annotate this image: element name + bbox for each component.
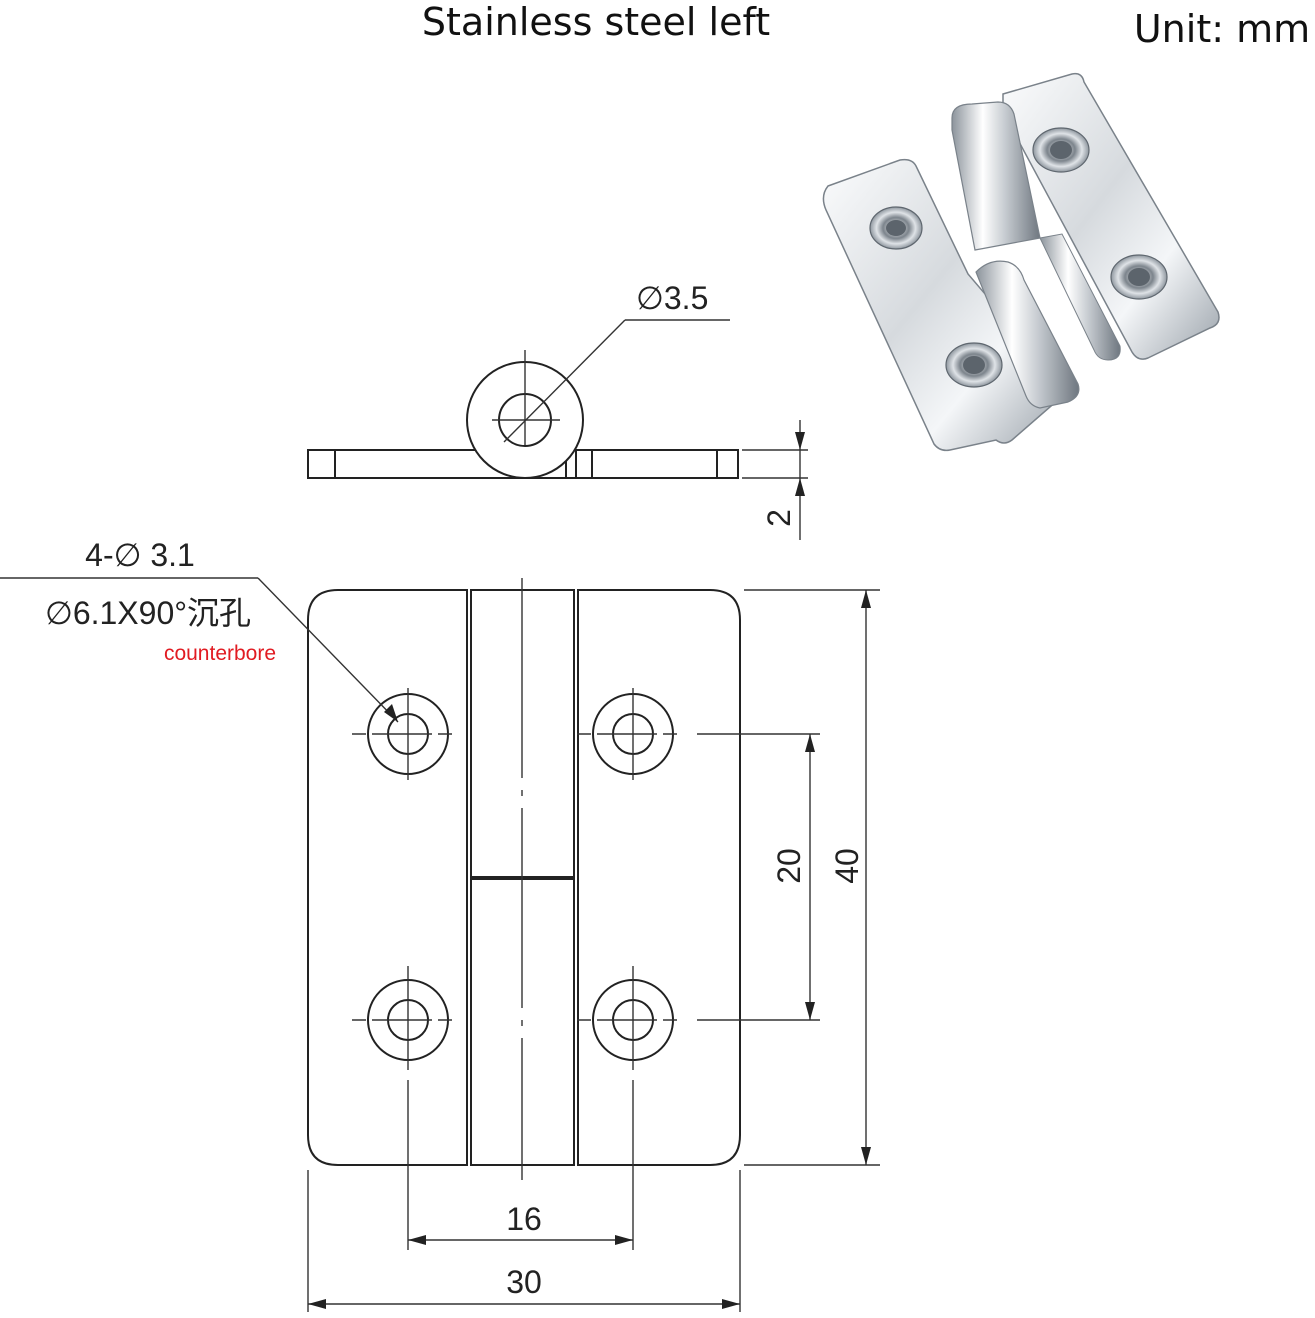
hole-callout-countersink: ∅6.1X90°沉孔 <box>45 595 251 631</box>
vertical-pitch-label: 20 <box>771 848 807 884</box>
right-leaf <box>577 589 741 1166</box>
photo-hole <box>1032 127 1090 173</box>
mounting-hole <box>577 688 689 780</box>
photo-hole <box>1110 254 1168 300</box>
thickness-label: 2 <box>761 509 797 527</box>
photo-hole <box>945 342 1003 388</box>
mounting-hole <box>577 966 689 1070</box>
mounting-hole <box>352 688 464 780</box>
hole-callout-diameter: 4-∅ 3.1 <box>85 537 195 573</box>
photo-hole <box>869 206 923 250</box>
side-view: ∅3.5 2 <box>307 280 808 540</box>
hinge-product-photo <box>822 72 1220 452</box>
left-leaf <box>307 589 468 1166</box>
unit-label: Unit: mm <box>1134 7 1310 51</box>
counterbore-note: counterbore <box>164 642 276 665</box>
title: Stainless steel left <box>422 0 770 44</box>
front-view: 4-∅ 3.1 ∅6.1X90°沉孔 counterbore 20 40 16 … <box>0 537 880 1312</box>
overall-width-label: 30 <box>506 1264 542 1300</box>
pin-diameter-label: ∅3.5 <box>636 280 708 316</box>
mounting-hole <box>352 966 464 1070</box>
overall-height-label: 40 <box>829 848 865 884</box>
horizontal-pitch-label: 16 <box>506 1201 542 1237</box>
